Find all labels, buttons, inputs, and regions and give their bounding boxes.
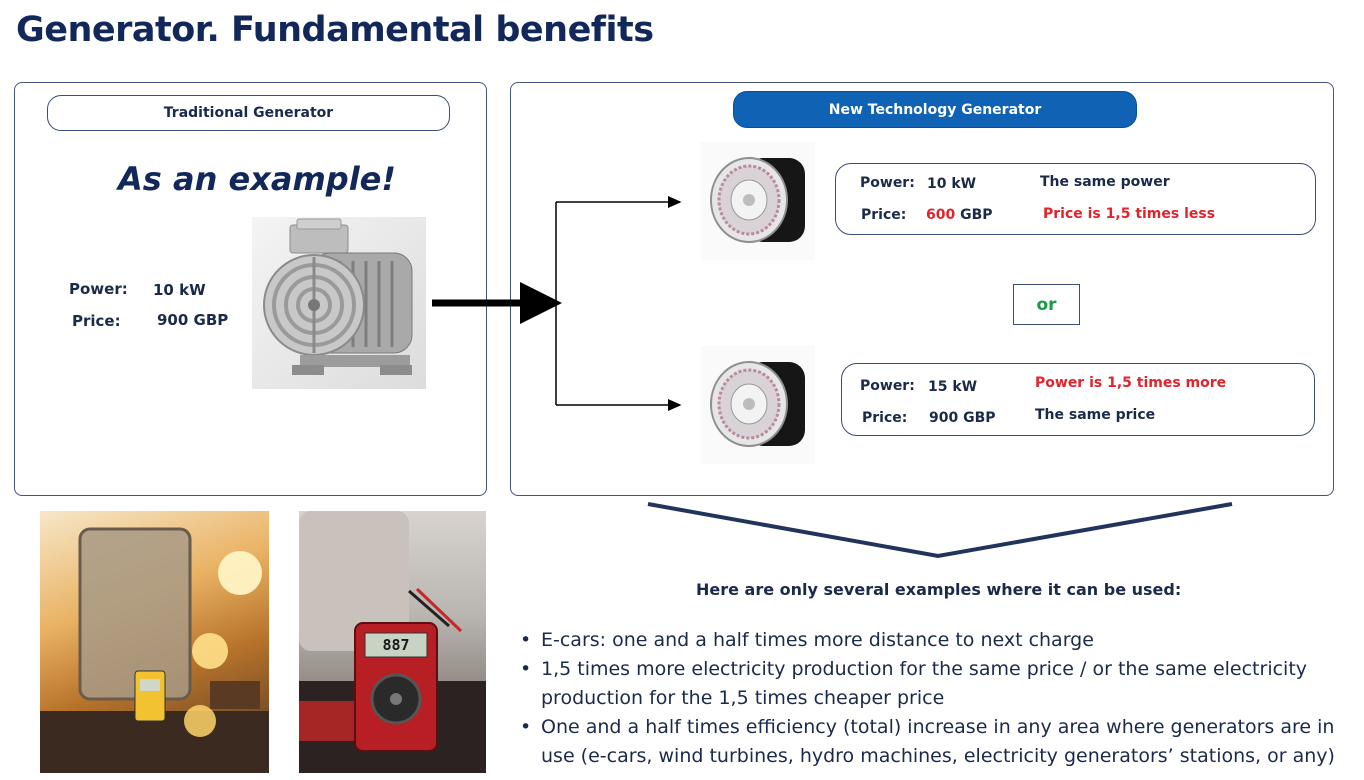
new-generator-image-2 bbox=[701, 346, 815, 464]
opt2-note-price: The same price bbox=[1035, 407, 1156, 423]
opt1-price-unit: GBP bbox=[960, 207, 993, 223]
opt2-power-label: Power: bbox=[860, 378, 915, 394]
traditional-motor-image bbox=[252, 217, 426, 389]
new-generator-image-1 bbox=[701, 142, 815, 260]
opt2-power-value: 15 kW bbox=[928, 379, 978, 395]
opt1-power-label: Power: bbox=[860, 175, 915, 191]
option1-box bbox=[835, 163, 1316, 235]
trad-price-label: Price: bbox=[72, 312, 121, 330]
examples-list: E-cars: one and a half times more distan… bbox=[518, 626, 1348, 771]
opt1-power-value: 10 kW bbox=[927, 176, 977, 192]
trad-price-value: 900 GBP bbox=[157, 311, 229, 329]
list-item: E-cars: one and a half times more distan… bbox=[518, 626, 1348, 655]
examples-heading: Here are only several examples where it … bbox=[696, 580, 1182, 599]
option2-box bbox=[841, 363, 1315, 436]
list-item: One and a half times efficiency (total) … bbox=[518, 713, 1348, 771]
page-title: Generator. Fundamental benefits bbox=[16, 10, 654, 50]
opt2-price-value: 900 GBP bbox=[929, 410, 996, 426]
opt1-price-value: 600 GBP bbox=[926, 207, 993, 223]
opt1-price-label: Price: bbox=[861, 207, 907, 223]
opt1-note-power: The same power bbox=[1040, 174, 1170, 190]
prototype-photo-lights bbox=[40, 511, 269, 773]
example-heading: As an example! bbox=[118, 160, 396, 198]
prototype-photo-multimeter: 887 bbox=[299, 511, 486, 773]
trad-power-value: 10 kW bbox=[153, 281, 206, 299]
list-item: 1,5 times more electricity production fo… bbox=[518, 655, 1348, 713]
trad-power-label: Power: bbox=[69, 280, 128, 298]
or-label: or bbox=[1013, 284, 1080, 325]
multimeter-display: 887 bbox=[382, 636, 410, 654]
chevron-connector bbox=[647, 502, 1233, 559]
opt2-note-power: Power is 1,5 times more bbox=[1035, 375, 1227, 391]
opt1-price-number: 600 bbox=[926, 207, 956, 223]
opt1-note-price: Price is 1,5 times less bbox=[1043, 206, 1216, 222]
opt2-price-label: Price: bbox=[862, 410, 908, 426]
new-technology-generator-label: New Technology Generator bbox=[733, 91, 1137, 128]
traditional-generator-label: Traditional Generator bbox=[47, 95, 450, 131]
